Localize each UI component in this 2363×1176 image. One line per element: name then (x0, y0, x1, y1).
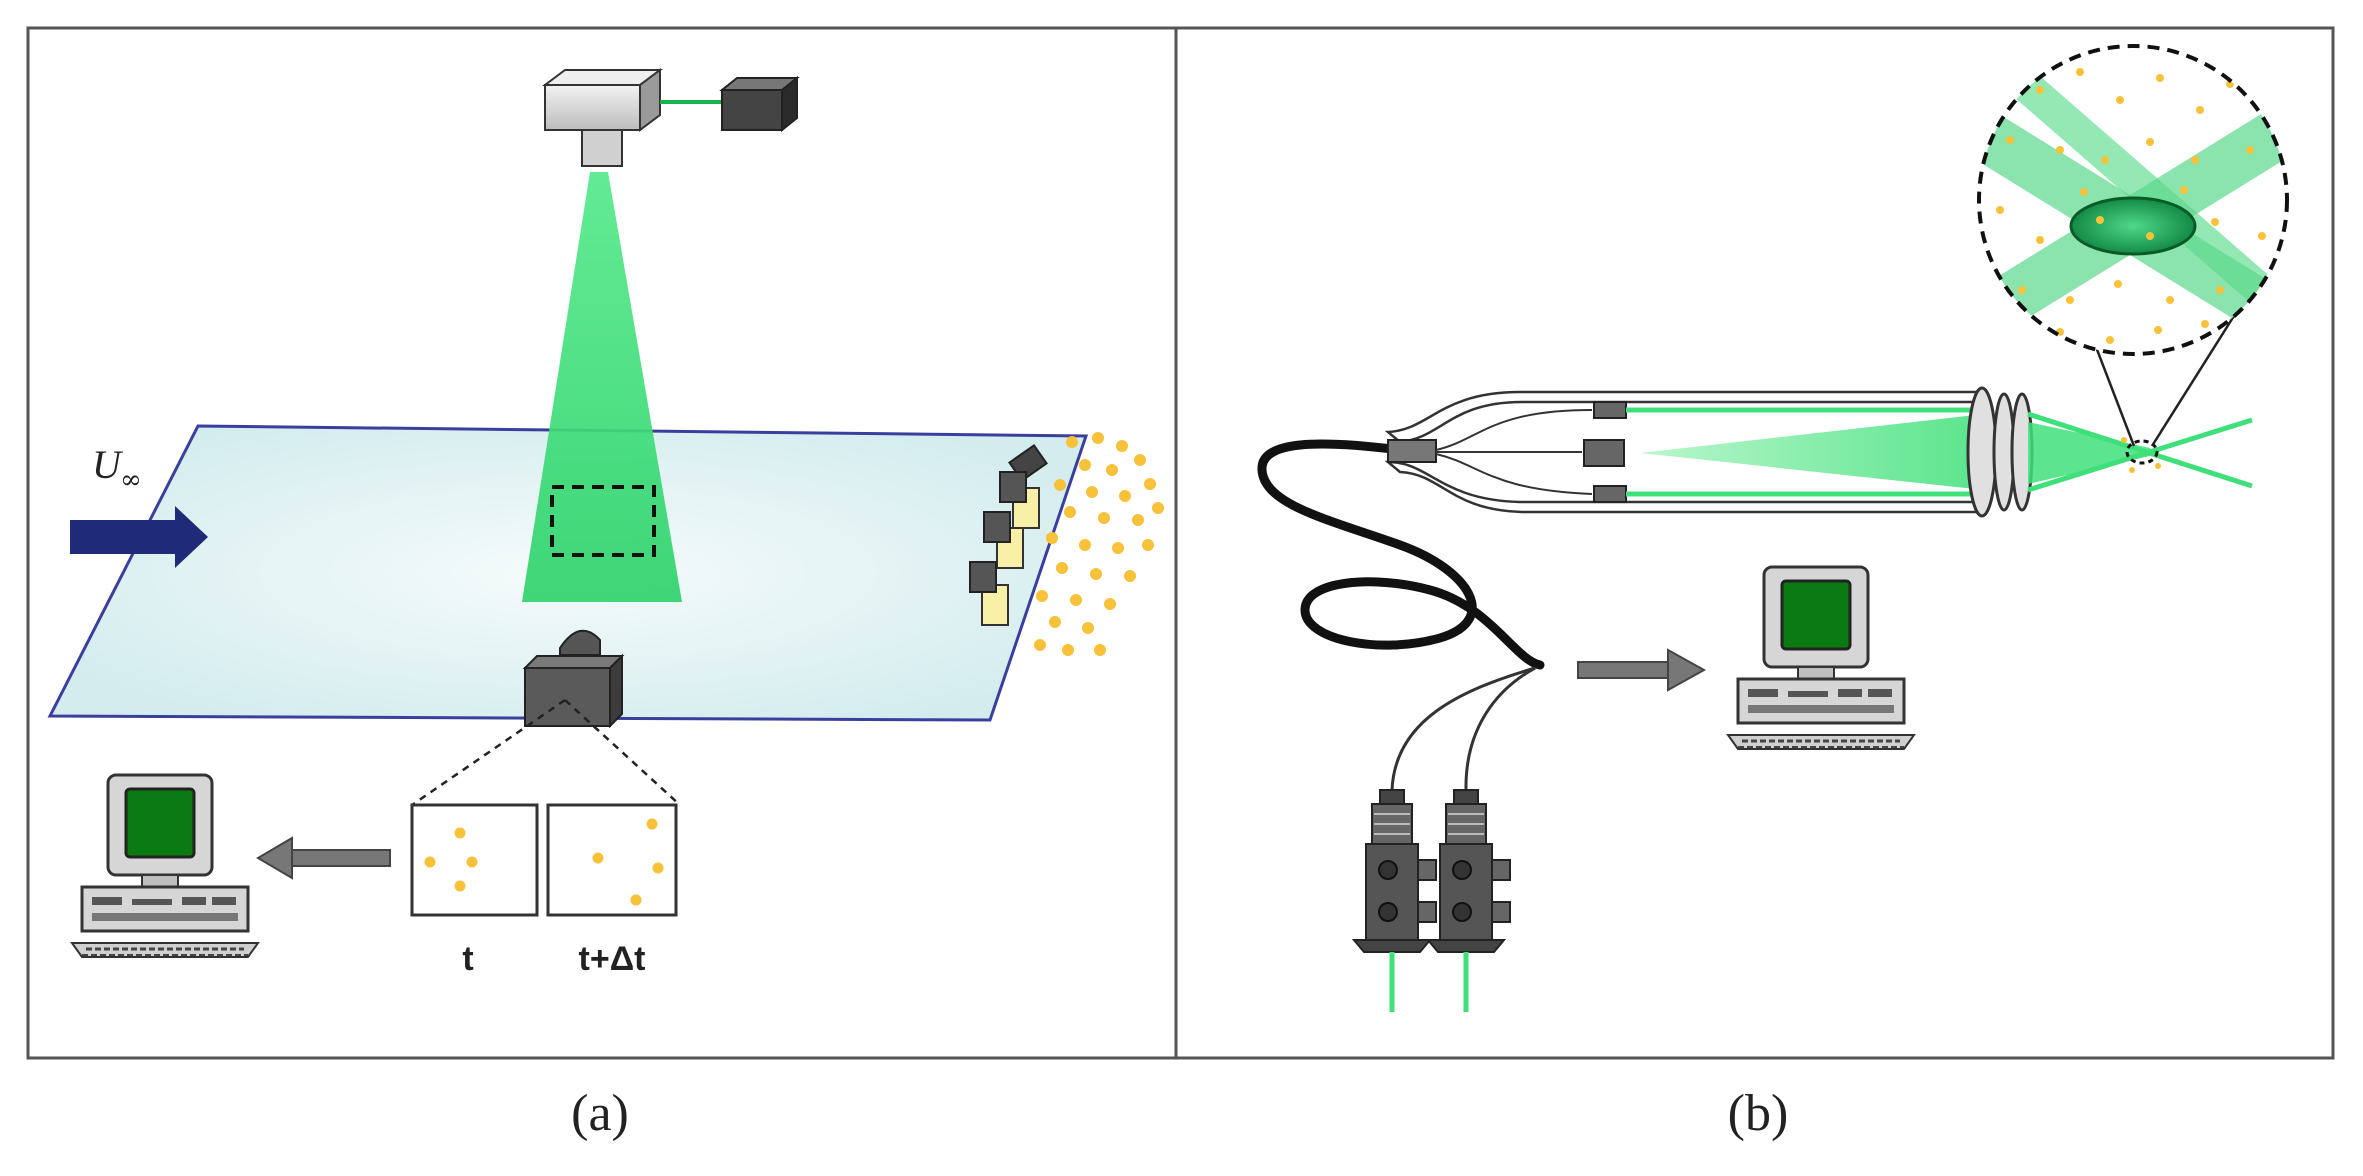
laser-sheet (522, 172, 682, 602)
frame-t-particles (424, 827, 478, 892)
computer-icon-b (1726, 565, 1916, 750)
data-transfer-arrow-a (256, 836, 391, 880)
frame-projection-left (411, 698, 566, 807)
zoom-particles (1996, 68, 2266, 344)
fiber-branch-right (1464, 666, 1536, 791)
frame-t-dt-particles (592, 818, 664, 906)
seeding-particles (1034, 432, 1164, 656)
caption-a: (a) (571, 1085, 629, 1142)
fringe-volume (2069, 196, 2197, 256)
probe-volume-small (2125, 439, 2159, 465)
figure-frame (26, 26, 2335, 1060)
probe-receiving-cone (1640, 415, 1975, 489)
freestream-arrow (70, 506, 208, 568)
caption-b: (b) (1728, 1085, 1789, 1142)
data-transfer-arrow-b (1577, 648, 1707, 692)
panel-a: U ∞ (47, 68, 1164, 1142)
crossing-beam-1 (2027, 411, 2253, 489)
probe-volume-small-particles (2121, 437, 2161, 473)
laser-head-icon (542, 68, 663, 167)
photomultiplier-icon (1351, 789, 1437, 1012)
photomultiplier-icon-2 (1425, 789, 1511, 1012)
fiber-branch-left (1390, 666, 1536, 791)
measurement-volume-zoom (1977, 44, 2289, 356)
focusing-cone (2028, 422, 2150, 484)
freestream-label: U (92, 442, 124, 487)
computer-icon (70, 773, 260, 958)
lens-icon (1966, 386, 2034, 518)
zoom-line-right (2150, 299, 2246, 447)
frame-t-dt (546, 803, 678, 917)
panel-b: (b) (1257, 44, 2289, 1142)
laser-power-supply-icon (719, 75, 800, 133)
freestream-subscript: ∞ (120, 465, 142, 495)
interrogation-window (550, 485, 656, 557)
fiber-cable (1257, 439, 1545, 670)
seeding-nozzle-icon (969, 443, 1048, 626)
crossing-beam-2 (2027, 417, 2253, 493)
frame-label-t: t (462, 940, 473, 978)
frame-label-t-dt: t+Δt (579, 940, 646, 978)
